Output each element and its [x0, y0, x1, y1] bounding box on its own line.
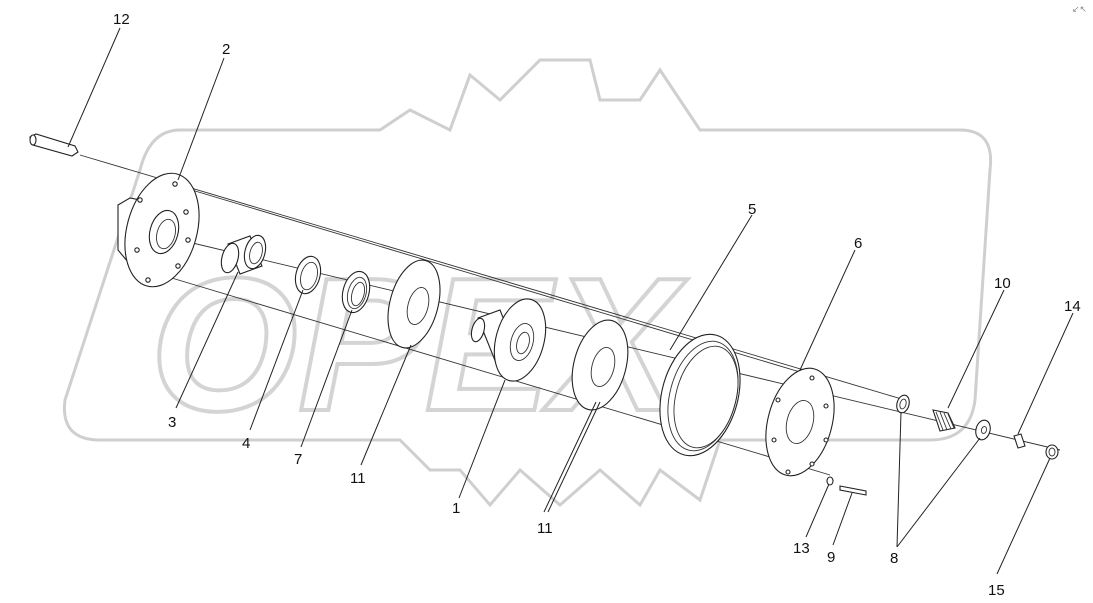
corner-mark: ↙↖ [1072, 5, 1087, 15]
part-11-disc-a [387, 259, 441, 349]
callout-4: 4 [242, 435, 250, 452]
callout-15: 15 [988, 582, 1005, 599]
part-8-washer-b [975, 419, 991, 441]
watermark-logo: OPEX ↙↖ [62, 5, 1087, 508]
part-7-seal [341, 270, 371, 314]
leader-lines [67, 27, 1074, 575]
callout-7: 7 [294, 451, 302, 468]
part-6-flange-plate [765, 367, 835, 477]
part-5-drum-ring [659, 333, 741, 457]
callout-12: 12 [113, 11, 130, 28]
watermark-gear-outline [62, 58, 993, 508]
part-4-ring [294, 255, 322, 295]
part-13-small-nut [826, 476, 834, 486]
callout-2: 2 [222, 41, 230, 58]
part-1-clutch-body [470, 298, 547, 382]
callout-11b: 11 [537, 520, 553, 537]
callout-3: 3 [168, 414, 176, 431]
callout-10: 10 [994, 275, 1011, 292]
callout-labels: 12 2 3 4 7 11 1 11 5 6 10 14 13 9 8 15 [113, 11, 1081, 599]
callout-6: 6 [854, 235, 862, 252]
callout-1: 1 [452, 500, 460, 517]
part-12-bolt [29, 133, 79, 157]
part-14-nut [1013, 433, 1026, 449]
callout-9: 9 [827, 549, 835, 566]
callout-14: 14 [1064, 298, 1081, 315]
part-3-bushing [220, 234, 267, 275]
callout-5: 5 [748, 201, 756, 218]
callout-11a: 11 [350, 470, 366, 487]
callout-13: 13 [793, 540, 810, 557]
part-10-spring [932, 409, 956, 432]
part-15-cap-nut [1045, 444, 1059, 460]
part-2-hub [117, 172, 200, 288]
callout-8: 8 [890, 550, 898, 567]
part-9-pin [839, 485, 867, 496]
part-11-disc-b [571, 319, 629, 411]
